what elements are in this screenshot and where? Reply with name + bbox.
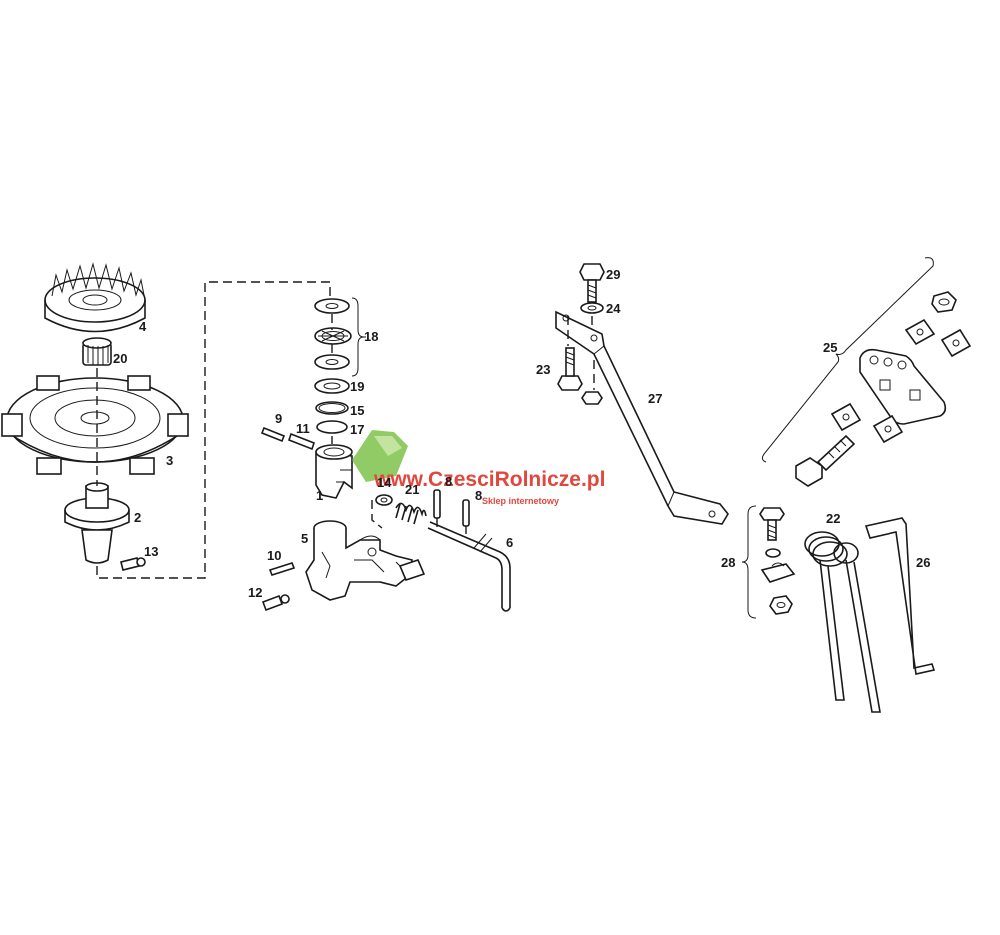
grease-nipple-12: [261, 594, 290, 612]
assembly-path-left: [96, 281, 331, 579]
pivot-sleeve-1: [315, 444, 353, 499]
nut-28: [769, 595, 793, 615]
part-label-14: 14: [377, 475, 392, 490]
part-label-27: 27: [648, 391, 662, 406]
part-label-21: 21: [405, 482, 419, 497]
watermark-text: www.CzesciRolnicze.pl: [373, 468, 605, 491]
nut-25: [931, 291, 957, 313]
spring-21: [395, 502, 427, 525]
grease-nipple-13: [120, 557, 146, 571]
part-label-3: 3: [166, 453, 173, 468]
bracket-25: [761, 257, 934, 463]
part-label-6: 6: [506, 535, 513, 550]
part-label-15: 15: [350, 403, 364, 418]
assembly-path-center-right: [371, 500, 467, 534]
part-label-22: 22: [826, 511, 840, 526]
washer-stack-18: [314, 297, 365, 377]
part-label-13: 13: [144, 544, 158, 559]
part-label-23: 23: [536, 362, 550, 377]
part-label-19: 19: [350, 379, 364, 394]
part-label-8-b: 8: [475, 488, 482, 503]
bolt-23: [557, 347, 583, 391]
watermark: www.CzesciRolnicze.pl Sklep internetowy: [352, 430, 605, 506]
watermark-subtitle: Sklep internetowy: [482, 496, 559, 506]
part-label-18: 18: [364, 329, 378, 344]
assembly-axis-strut: [567, 316, 595, 390]
pin-8-a: [433, 489, 441, 519]
part-label-24: 24: [606, 301, 621, 316]
part-label-10: 10: [267, 548, 281, 563]
flat-tine-26: [864, 517, 936, 675]
bracket-28: [741, 505, 757, 619]
hub-2: [64, 482, 130, 564]
clamp-28: [760, 562, 796, 583]
part-label-20: 20: [113, 351, 127, 366]
part-label-12: 12: [248, 585, 262, 600]
lever-housing-5: [305, 520, 426, 601]
nut-strut: [581, 391, 603, 405]
part-label-8-a: 8: [445, 474, 452, 489]
part-label-28: 28: [721, 555, 735, 570]
part-label-17: 17: [350, 422, 364, 437]
washer-19: [314, 378, 350, 394]
washer-25-c: [830, 402, 862, 432]
washer-24: [580, 302, 604, 314]
part-label-11: 11: [296, 421, 310, 436]
pin-11: [288, 432, 315, 451]
washer-25-d: [872, 414, 904, 444]
part-label-25: 25: [823, 340, 837, 355]
bolt-28: [759, 507, 785, 541]
ring-17: [316, 420, 348, 434]
needle-bearing-20: [82, 337, 112, 366]
part-label-2: 2: [134, 510, 141, 525]
rotor-plate-3: [1, 375, 189, 475]
double-spring-tine-22: [804, 531, 881, 713]
bolt-29: [579, 263, 605, 303]
bolt-25: [795, 434, 856, 487]
part-label-1: 1: [316, 488, 323, 503]
strut-27: [555, 310, 729, 525]
part-label-26: 26: [916, 555, 930, 570]
pin-10: [268, 562, 296, 576]
clamp-plate-25: [859, 348, 947, 425]
part-label-9: 9: [275, 411, 282, 426]
washer-25-b: [940, 328, 972, 358]
ring-15: [315, 401, 349, 415]
pin-9: [260, 426, 286, 443]
rod-6: [427, 521, 511, 612]
bevel-gear-4: [44, 262, 146, 333]
washer-28: [765, 548, 781, 558]
part-label-4: 4: [139, 319, 147, 334]
watermark-logo-icon: [352, 430, 408, 482]
pin-8-b: [462, 499, 470, 527]
washer-14: [375, 494, 393, 506]
washer-25-a: [904, 318, 936, 346]
part-label-5: 5: [301, 531, 308, 546]
part-label-29: 29: [606, 267, 620, 282]
